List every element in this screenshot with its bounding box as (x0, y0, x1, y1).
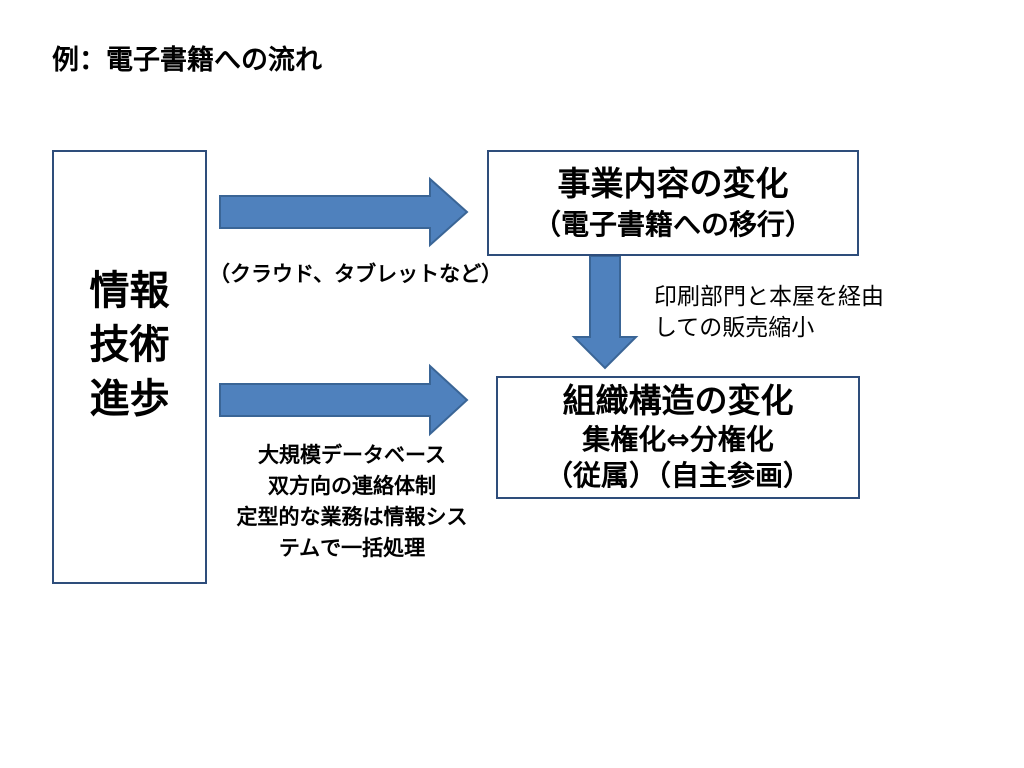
it-progress-line: 技術 (89, 322, 170, 368)
it-progress-line: 情報 (89, 268, 170, 314)
arrow-upper-right (219, 176, 469, 248)
organization-change-title: 組織構造の変化 (562, 381, 794, 420)
upper-arrow-note: （クラウド、タブレットなど） (209, 262, 503, 286)
down-arrow-note: 印刷部門と本屋を経由 しての販売縮小 (654, 282, 884, 344)
page-title: 例：電子書籍への流れ (52, 45, 322, 76)
organization-change-box: 組織構造の変化 集権化⇔分権化 （従属）（自主参画） (496, 376, 860, 499)
down-note-line: しての販売縮小 (654, 315, 815, 341)
arrow-down (571, 255, 639, 370)
it-progress-label: 情報 技術 進歩 (54, 264, 205, 426)
lower-note-line: 双方向の連絡体制 (268, 474, 436, 498)
it-progress-line: 進歩 (89, 376, 170, 422)
business-change-title: 事業内容の変化 (557, 164, 789, 203)
organization-change-detail-sub: （従属）（自主参画） (544, 459, 811, 492)
organization-change-detail: 集権化⇔分権化 (582, 423, 774, 456)
business-change-subtitle: （電子書籍への移行） (532, 208, 813, 241)
lower-note-line: テムで一括処理 (278, 536, 426, 560)
lower-arrow-note: 大規模データベース 双方向の連絡体制 定型的な業務は情報シス テムで一括処理 (212, 440, 492, 564)
lower-note-line: 大規模データベース (258, 443, 446, 467)
arrow-lower-right (219, 363, 469, 437)
business-change-box: 事業内容の変化 （電子書籍への移行） (487, 150, 859, 256)
it-progress-box: 情報 技術 進歩 (52, 150, 207, 584)
lower-note-line: 定型的な業務は情報シス (236, 505, 468, 529)
down-note-line: 印刷部門と本屋を経由 (654, 284, 884, 310)
